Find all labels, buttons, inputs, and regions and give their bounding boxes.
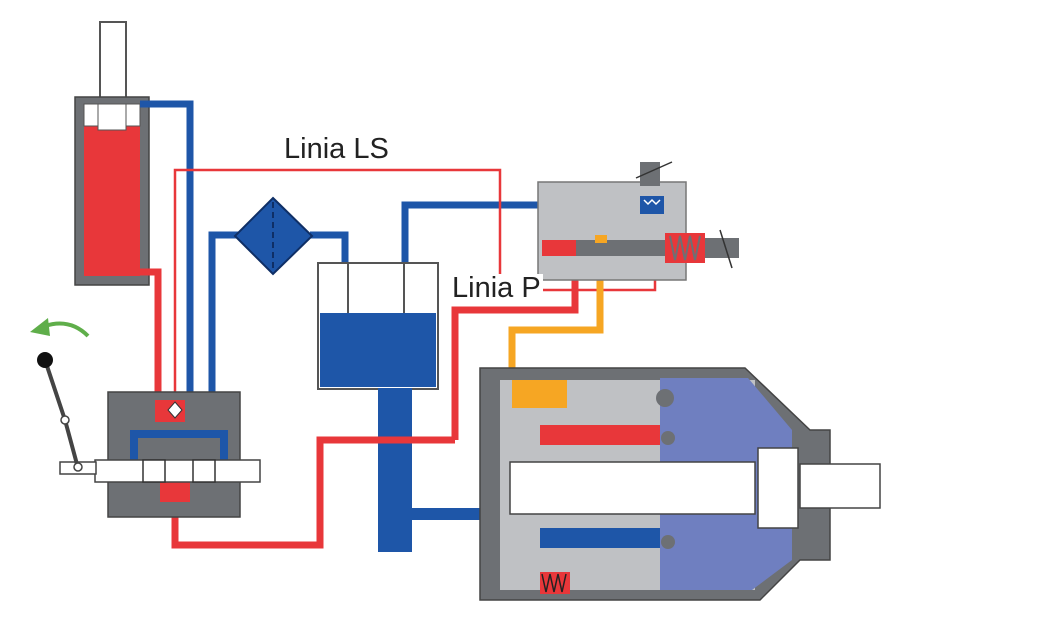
ls-pilot-line bbox=[508, 255, 604, 388]
hydraulic-cylinder bbox=[74, 21, 150, 286]
ls-line-label: Linia LS bbox=[284, 133, 389, 165]
oil-tank bbox=[317, 262, 484, 552]
directional-control-valve bbox=[94, 391, 261, 518]
hand-lever bbox=[37, 352, 97, 475]
ls-signal-lines bbox=[173, 168, 657, 405]
filter-symbol bbox=[233, 196, 314, 276]
p-line-label: Linia P bbox=[450, 272, 543, 304]
rotate-arrow-icon bbox=[30, 318, 90, 338]
axial-piston-pump bbox=[479, 367, 881, 601]
pressure-flow-regulator bbox=[537, 161, 739, 281]
